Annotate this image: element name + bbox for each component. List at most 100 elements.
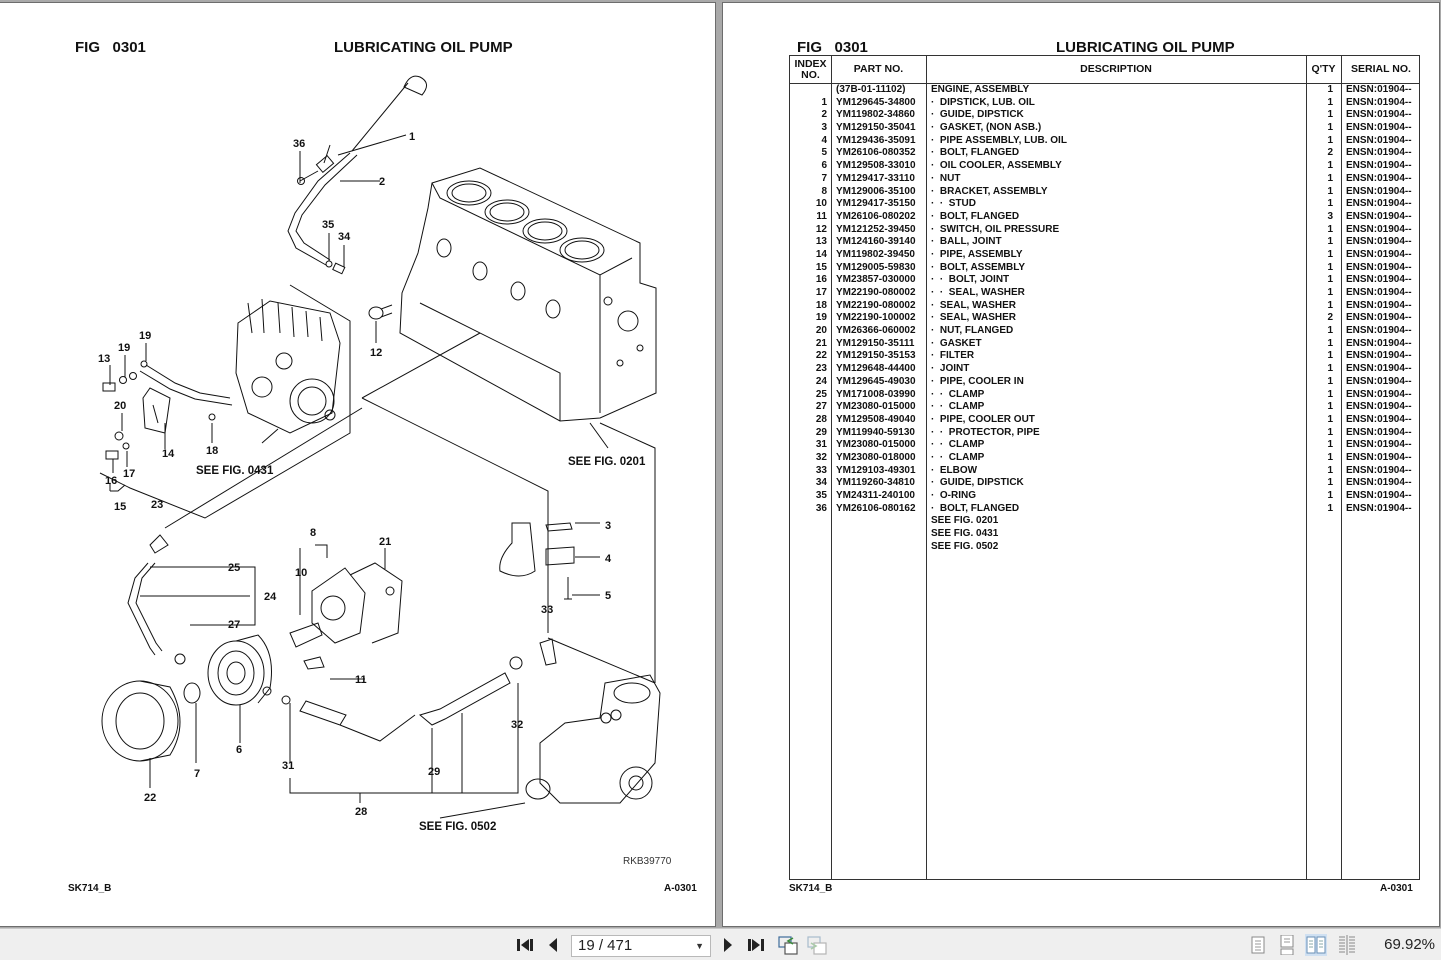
index-cell: 36 <box>815 502 827 514</box>
right-page: FIG 0301 LUBRICATING OIL PUMP INDEX NO. … <box>722 2 1440 927</box>
two-page-icon <box>1306 936 1326 954</box>
index-cell: 14 <box>815 248 827 260</box>
header-description: DESCRIPTION <box>1080 63 1152 75</box>
callout-6: 6 <box>236 744 242 756</box>
single-page-icon <box>1251 936 1265 954</box>
serial-cell: ENSN:01904-- <box>1346 185 1412 197</box>
index-cell: 22 <box>815 350 827 362</box>
first-page-icon <box>517 939 533 951</box>
chevron-down-icon[interactable]: ▼ <box>695 941 704 951</box>
description-cell: · ELBOW <box>931 464 978 476</box>
description-cell: · PIPE, ASSEMBLY <box>931 248 1023 260</box>
callout-17: 17 <box>123 468 135 480</box>
dipstick-guide-drawing <box>287 152 358 266</box>
column-divider <box>1341 56 1342 879</box>
qty-cell: 1 <box>1327 84 1333 95</box>
part-number-cell: YM119802-39450 <box>836 248 915 260</box>
callout-21: 21 <box>379 536 391 548</box>
view-two-page-button[interactable] <box>1305 934 1327 956</box>
part-number-cell: YM23857-030000 <box>836 274 916 286</box>
part-number-cell: YM119940-59130 <box>836 426 915 438</box>
callout-35: 35 <box>322 219 334 231</box>
qty-cell: 1 <box>1327 248 1333 260</box>
qty-cell: 1 <box>1327 134 1333 146</box>
description-cell: · DIPSTICK, LUB. OIL <box>931 96 1035 108</box>
fig-label: FIG 0301 <box>75 39 146 56</box>
serial-cell: ENSN:01904-- <box>1346 490 1412 501</box>
part-number-cell: YM129648-44400 <box>836 363 916 375</box>
description-cell: · · CLAMP <box>931 401 985 413</box>
previous-view-button[interactable] <box>777 935 799 955</box>
qty-cell: 1 <box>1327 451 1333 463</box>
next-page-button[interactable] <box>720 935 736 955</box>
column-divider <box>926 56 927 879</box>
index-cell: 31 <box>815 439 827 451</box>
part-number-cell: YM129150-35111 <box>836 337 915 349</box>
index-cell: 27 <box>815 401 827 413</box>
description-cell: · PIPE, COOLER OUT <box>931 413 1035 425</box>
part-number-cell: YM23080-018000 <box>836 451 916 463</box>
callout-22: 22 <box>144 792 156 804</box>
header-index: INDEX NO. <box>794 57 827 81</box>
part-number-cell: YM129508-33010 <box>836 160 916 172</box>
callout-28: 28 <box>355 806 367 818</box>
part-number-cell: YM129508-49040 <box>836 413 916 425</box>
description-cell: · NUT <box>931 172 961 184</box>
next-view-button[interactable] <box>806 935 828 955</box>
qty-cell: 1 <box>1327 490 1333 501</box>
header-qty: Q'TY <box>1311 63 1336 75</box>
qty-cell: 1 <box>1327 274 1333 286</box>
qty-cell: 1 <box>1327 122 1333 134</box>
qty-cell: 1 <box>1327 109 1333 121</box>
serial-cell: ENSN:01904-- <box>1346 363 1412 375</box>
description-cell: · NUT, FLANGED <box>931 325 1014 337</box>
qty-cell: 3 <box>1327 210 1333 222</box>
serial-cell: ENSN:01904-- <box>1346 502 1412 514</box>
serial-cell: ENSN:01904-- <box>1346 312 1412 324</box>
zoom-level[interactable]: 69.92% <box>1384 936 1435 953</box>
index-cell: 24 <box>815 375 827 387</box>
footer-doc-code: SK714_B <box>68 883 112 894</box>
part-number-cell: (37B-01-11102) <box>836 84 906 95</box>
description-cell: · · CLAMP <box>931 451 985 463</box>
view-single-continuous-button[interactable] <box>1276 934 1298 956</box>
qty-cell: 1 <box>1327 401 1333 413</box>
pipe-protector-drawing <box>418 672 511 726</box>
previous-view-icon <box>778 936 798 955</box>
callout-7: 7 <box>194 768 200 780</box>
serial-cell: ENSN:01904-- <box>1346 464 1412 476</box>
part-number-cell: YM129150-35153 <box>836 350 916 362</box>
part-number-cell: YM23080-015000 <box>836 401 916 413</box>
serial-cell: ENSN:01904-- <box>1346 84 1412 95</box>
page-number-input[interactable]: 19 / 471 ▼ <box>571 935 711 957</box>
engine-block-drawing <box>399 167 657 422</box>
description-cell: · GUIDE, DIPSTICK <box>931 477 1024 489</box>
view-two-continuous-button[interactable] <box>1336 934 1358 956</box>
index-cell: 23 <box>815 363 827 375</box>
part-number-cell: YM129006-35100 <box>836 185 916 197</box>
last-page-button[interactable] <box>746 935 766 955</box>
previous-page-button[interactable] <box>545 935 561 955</box>
index-cell: 35 <box>815 490 827 501</box>
callout-13: 13 <box>98 353 110 365</box>
see-fig-0431-ref: SEE FIG. 0431 <box>196 465 274 477</box>
index-cell: 10 <box>815 198 827 210</box>
serial-cell: ENSN:01904-- <box>1346 401 1412 413</box>
index-cell: 1 <box>821 96 827 108</box>
index-cell: 25 <box>815 388 827 400</box>
first-page-button[interactable] <box>515 935 535 955</box>
qty-cell: 1 <box>1327 502 1333 514</box>
description-cell: · PIPE ASSEMBLY, LUB. OIL <box>931 134 1067 146</box>
view-single-page-button[interactable] <box>1247 934 1269 956</box>
table-row: SEE FIG. 0431 <box>790 528 1419 541</box>
callout-33: 33 <box>541 604 553 616</box>
